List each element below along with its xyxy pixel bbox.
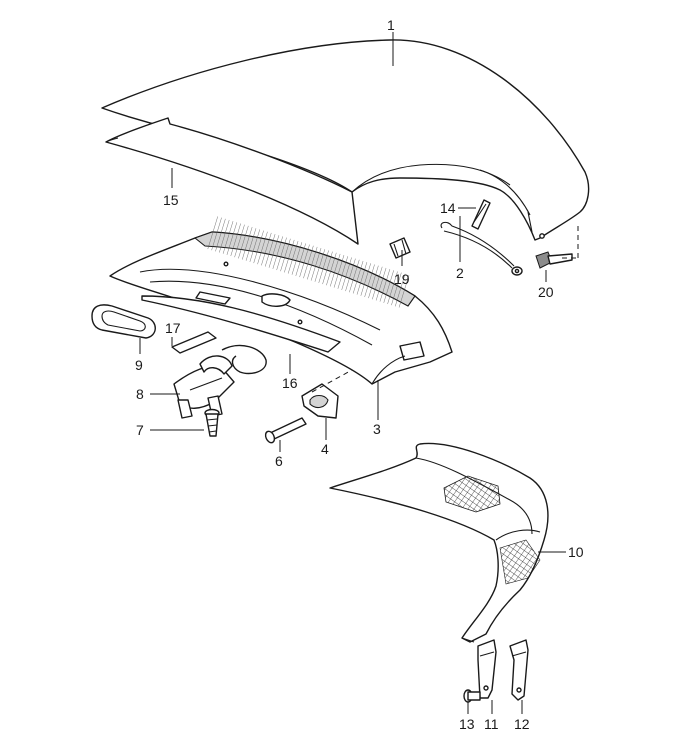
- hinge-plate-2: [509, 639, 529, 701]
- hinge-plate: [477, 639, 497, 699]
- callout-17: 17: [165, 320, 181, 336]
- fastener: [535, 251, 573, 269]
- callout-labels: 1 2 3 4 6 7 8 9 10 11 12 13 14 15 16 17 …: [135, 17, 584, 732]
- callout-15: 15: [163, 192, 179, 208]
- callout-16: 16: [282, 375, 298, 391]
- callout-13: 13: [459, 716, 475, 732]
- callout-8: 8: [136, 386, 144, 402]
- callout-20: 20: [538, 284, 554, 300]
- callout-1: 1: [387, 17, 395, 33]
- cable: [440, 221, 523, 276]
- shelf-liner: [141, 295, 341, 353]
- leader-lines: [139, 32, 579, 714]
- trim-strip: [171, 331, 217, 354]
- side-trim-panel: [329, 442, 549, 643]
- callout-11: 11: [484, 716, 499, 732]
- bolt: [264, 417, 307, 444]
- callout-6: 6: [275, 453, 283, 469]
- clip-screw: [463, 689, 481, 703]
- callout-14: 14: [440, 200, 456, 216]
- callout-9: 9: [135, 357, 143, 373]
- callout-7: 7: [136, 422, 144, 438]
- bracket: [301, 383, 339, 419]
- callout-12: 12: [514, 716, 530, 732]
- oval-grommet: [91, 304, 156, 339]
- tapping-screw: [204, 408, 220, 437]
- retaining-clip: [389, 237, 411, 259]
- hardtop-shell: [101, 39, 590, 241]
- headliner-panel: [105, 117, 359, 245]
- latch-assembly: [173, 344, 267, 419]
- callout-4: 4: [321, 441, 329, 457]
- callout-10: 10: [568, 544, 584, 560]
- callout-19: 19: [394, 271, 410, 287]
- callout-2: 2: [456, 265, 464, 281]
- strap: [471, 199, 491, 230]
- callout-3: 3: [373, 421, 381, 437]
